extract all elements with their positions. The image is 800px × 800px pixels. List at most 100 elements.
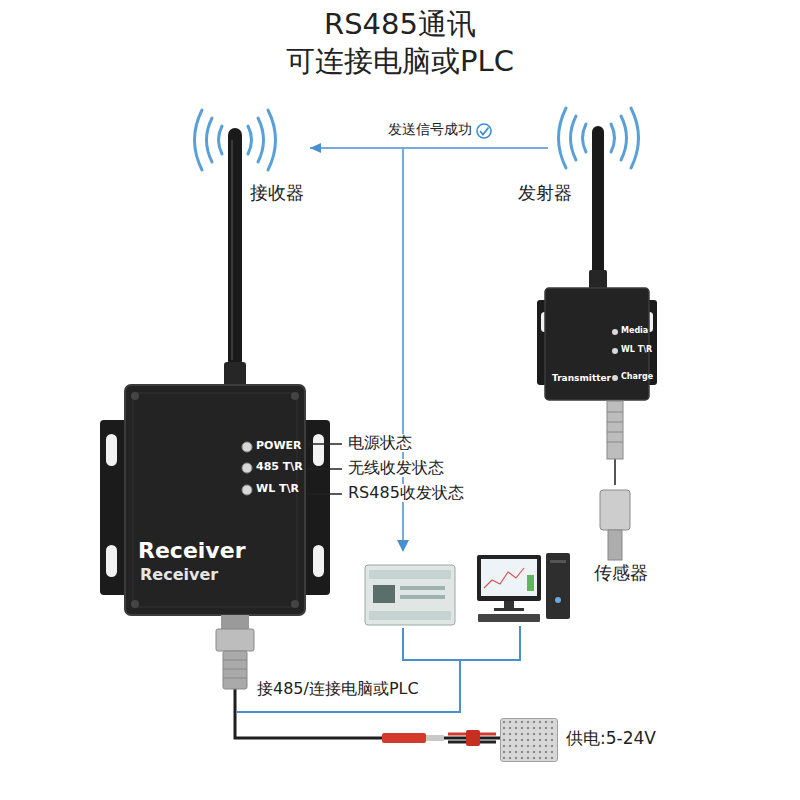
plc-module-part — [369, 611, 451, 620]
sensor-body-part — [607, 432, 623, 433]
receiver-housing-part — [131, 600, 139, 608]
led-label: WL T\R — [256, 483, 299, 496]
check-icon-part — [477, 124, 491, 138]
title: RS485通讯 可连接电脑或PLC — [250, 6, 550, 80]
sensor-body-part — [608, 530, 622, 560]
receiver-device: 接收器ReceiverReceiver — [100, 120, 310, 620]
transmitter-housing-part — [612, 348, 618, 354]
callout-text: RS485收发状态 — [346, 484, 466, 502]
signal-waves-part — [559, 108, 567, 168]
transmitter-housing — [537, 288, 657, 400]
power-supply: 供电:5-24V — [500, 718, 680, 762]
power-plugs-part — [426, 735, 444, 741]
receiver-housing — [100, 385, 330, 615]
leader-line-part — [306, 493, 342, 495]
aviation-connector-part — [223, 660, 247, 661]
aviation-connector-part — [223, 651, 247, 689]
plc-module-part — [369, 570, 451, 579]
rs485-cable-part — [403, 626, 520, 660]
connector — [310, 147, 548, 149]
receiver-housing-part — [125, 385, 305, 615]
power-plugs-part — [382, 733, 426, 743]
receiver-housing-part — [313, 545, 324, 577]
receiver-housing-part — [131, 392, 139, 400]
sensor: 传感器 — [580, 485, 660, 590]
receiver-housing-part — [242, 442, 252, 452]
transmitter-housing-part — [612, 329, 618, 335]
receiver-housing-part — [291, 392, 299, 400]
sensor-body-part — [607, 401, 623, 459]
computer-part — [478, 614, 540, 622]
leader-line — [306, 444, 342, 494]
signal-waves-part — [207, 118, 213, 162]
computer-part — [550, 560, 566, 563]
led-label: Charge — [621, 372, 653, 381]
callout-text: 电源状态 — [346, 434, 414, 452]
signal-waves-part — [621, 116, 627, 160]
signal-waves-part — [631, 108, 639, 168]
aviation-connector-part — [221, 615, 249, 629]
plc-module-part — [373, 585, 395, 603]
computer-part — [555, 597, 561, 603]
plc-module-part — [400, 595, 445, 599]
receiver-antenna — [224, 128, 246, 392]
check-icon-part — [480, 128, 489, 135]
plc-module — [365, 565, 455, 625]
device-name: 传感器 — [594, 563, 648, 584]
receiver-housing-part — [106, 545, 117, 577]
receiver-housing-part — [313, 434, 324, 466]
housing-print: Receiver — [138, 538, 245, 563]
connector — [235, 620, 500, 738]
sensor-body-part — [600, 490, 630, 530]
cable-note: 接485/连接电脑或PLC — [255, 680, 421, 698]
signal-waves-part — [571, 116, 577, 160]
housing-print: Receiver — [140, 566, 218, 584]
computer-part — [527, 575, 534, 591]
aviation-connector-part — [216, 629, 254, 651]
signal-waves-part — [583, 124, 587, 152]
receiver-housing-part — [106, 434, 117, 466]
receiver-housing-part — [242, 463, 252, 473]
signal-waves-part — [248, 126, 252, 154]
sensor-body-part — [607, 442, 623, 443]
signal-waves-part — [268, 110, 276, 170]
transmitter-housing-part — [545, 288, 649, 400]
transmitter-housing-part — [612, 375, 618, 381]
led-label: POWER — [256, 440, 302, 453]
housing-print: Transmitter — [552, 373, 611, 383]
sensor-body-part — [607, 412, 623, 413]
receiver-housing-part — [133, 393, 297, 607]
device-name: 接收器 — [250, 183, 304, 204]
leader-line-part — [306, 443, 342, 445]
rs485-cable — [237, 626, 520, 712]
receiver-antenna-part — [231, 140, 233, 360]
sensor-body — [600, 401, 630, 560]
arrow-head — [310, 143, 321, 153]
computer-part — [477, 555, 541, 601]
check-icon — [477, 124, 491, 138]
power-module — [500, 718, 558, 762]
plc-module-part — [365, 565, 455, 625]
callout-text: 无线收发状态 — [346, 459, 446, 477]
receiver-antenna-part — [228, 128, 242, 368]
edge-label: 发送信号成功 — [386, 121, 474, 137]
led-label: Media — [621, 326, 648, 335]
leader-line-part — [306, 468, 342, 470]
power-label: 供电:5-24V — [566, 729, 656, 749]
aviation-connector — [216, 615, 254, 689]
rs485-cable-part — [237, 660, 460, 712]
power-plugs-part — [466, 730, 480, 746]
computer-part — [484, 568, 524, 588]
signal-waves-part — [258, 118, 264, 162]
led-label: WL T\R — [621, 345, 652, 354]
sensor-body-part — [607, 422, 623, 423]
signal-waves-part — [219, 126, 223, 154]
power-plugs — [382, 730, 496, 746]
plc-module-part — [400, 586, 445, 590]
led-label: 485 T\R — [256, 461, 303, 474]
receiver-housing-part — [291, 600, 299, 608]
computer-part — [504, 601, 514, 609]
signal-waves-part — [611, 124, 615, 152]
computer-part — [481, 559, 537, 596]
